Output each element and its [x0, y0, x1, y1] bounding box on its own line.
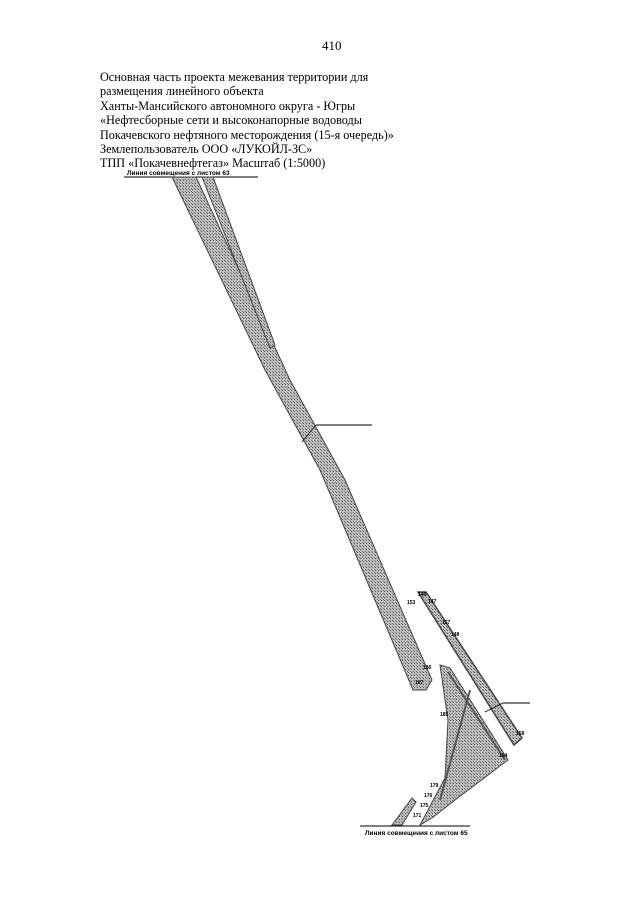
bottom-spur: [391, 797, 417, 826]
pipeline-line: [439, 689, 471, 801]
point-label: 175: [420, 803, 429, 809]
header-line: Землепользователь ООО «ЛУКОЙЛ-ЗС»: [100, 142, 313, 157]
point-label: 185: [440, 712, 449, 718]
point-label: 148: [451, 632, 460, 638]
main-corridor: [171, 176, 433, 691]
point-label: 157: [442, 620, 451, 626]
upper-corridor: [201, 176, 276, 349]
page-number: 410: [322, 38, 342, 53]
top-match-line-label: Линия совмещения с листом 63: [127, 170, 230, 177]
point-label: 187: [415, 680, 424, 686]
point-label: 171: [413, 813, 422, 819]
header-line: размещения линейного объекта: [100, 84, 264, 99]
header-line: ТПП «Покачевнефтегаз» Масштаб (1:5000): [100, 156, 326, 171]
point-label: 147: [428, 599, 437, 605]
header-line: «Нефтесборные сети и высоконапорные водо…: [100, 113, 362, 128]
header-line: Ханты-Мансийского автономного округа - Ю…: [100, 98, 356, 113]
point-label: 176: [424, 793, 433, 799]
header-line: Покачевского нефтяного месторождения (15…: [100, 127, 394, 142]
point-label: 164: [499, 753, 508, 759]
header-line: Основная часть проекта межевания террито…: [100, 70, 369, 84]
lower-area: [418, 664, 509, 827]
pipeline-line: [447, 671, 506, 761]
bottom-match-line-label: Линия совмещения с листом 65: [365, 830, 468, 837]
point-label: 158: [516, 731, 525, 737]
point-label: 146: [418, 592, 427, 598]
point-label: 186: [423, 665, 432, 671]
point-label: 153: [407, 600, 416, 606]
point-label: 179: [430, 783, 439, 789]
annotation-leader: [301, 424, 317, 443]
annotation-leader: [484, 702, 504, 713]
document-header: Основная часть проекта межевания террито…: [100, 70, 430, 171]
